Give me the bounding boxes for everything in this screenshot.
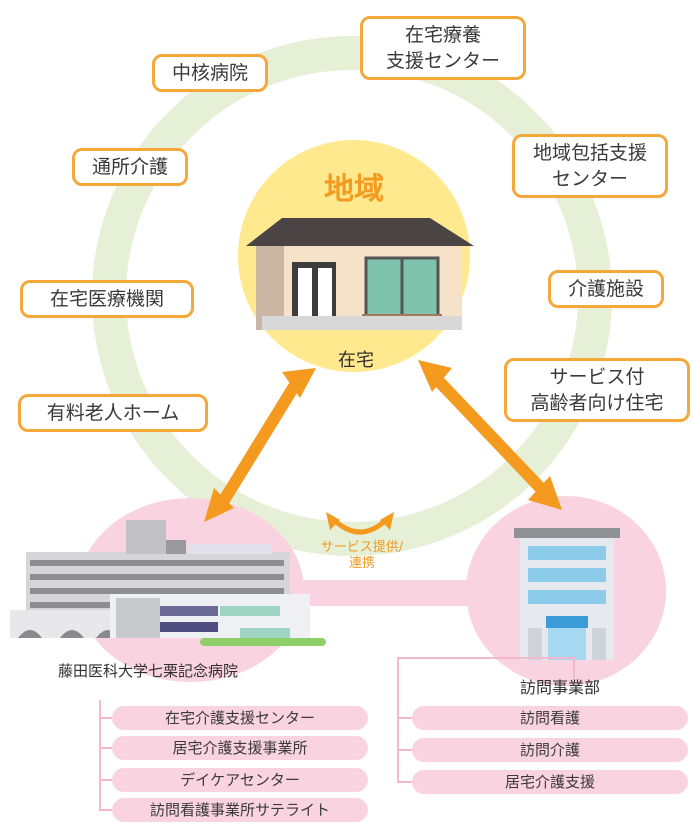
visiting-service-item: 訪問看護 <box>412 706 688 730</box>
hospital-service-item: 訪問看護事業所サテライト <box>112 798 368 822</box>
visiting-service-item: 訪問介護 <box>412 738 688 762</box>
label-elderly-housing: サービス付 高齢者向け住宅 <box>504 358 690 422</box>
hospital-service-item: 居宅介護支援事業所 <box>112 736 368 760</box>
service-brackets <box>99 657 575 811</box>
hospital-building <box>10 520 326 646</box>
visiting-name: 訪問事業部 <box>520 678 601 697</box>
arrow-right <box>418 360 562 510</box>
label-nursing-home: 有料老人ホーム <box>18 394 208 432</box>
label-care-facility: 介護施設 <box>548 270 664 308</box>
label-core-hospital: 中核病院 <box>152 54 268 92</box>
label-day-care: 通所介護 <box>72 148 188 186</box>
office-building <box>514 528 620 660</box>
home-label: 在宅 <box>338 350 374 371</box>
hospital-service-item: 在宅介護支援センター <box>112 706 368 730</box>
arrow-left <box>204 368 316 522</box>
label-home-medical: 在宅医療機関 <box>20 280 194 318</box>
label-home-care-center: 在宅療養 支援センター <box>360 16 526 80</box>
hospital-service-item: デイケアセンター <box>112 768 368 792</box>
community-title: 地域 <box>324 172 384 207</box>
hospital-name: 藤田医科大学七栗記念病院 <box>58 662 239 680</box>
connection-band <box>300 580 480 606</box>
visiting-service-item: 居宅介護支援 <box>412 770 688 794</box>
link-label: サービス提供/ 連携 <box>320 540 404 571</box>
arrow-link <box>326 512 394 535</box>
house-illustration <box>246 218 474 330</box>
label-community-support-center: 地域包括支援 センター <box>512 134 668 198</box>
